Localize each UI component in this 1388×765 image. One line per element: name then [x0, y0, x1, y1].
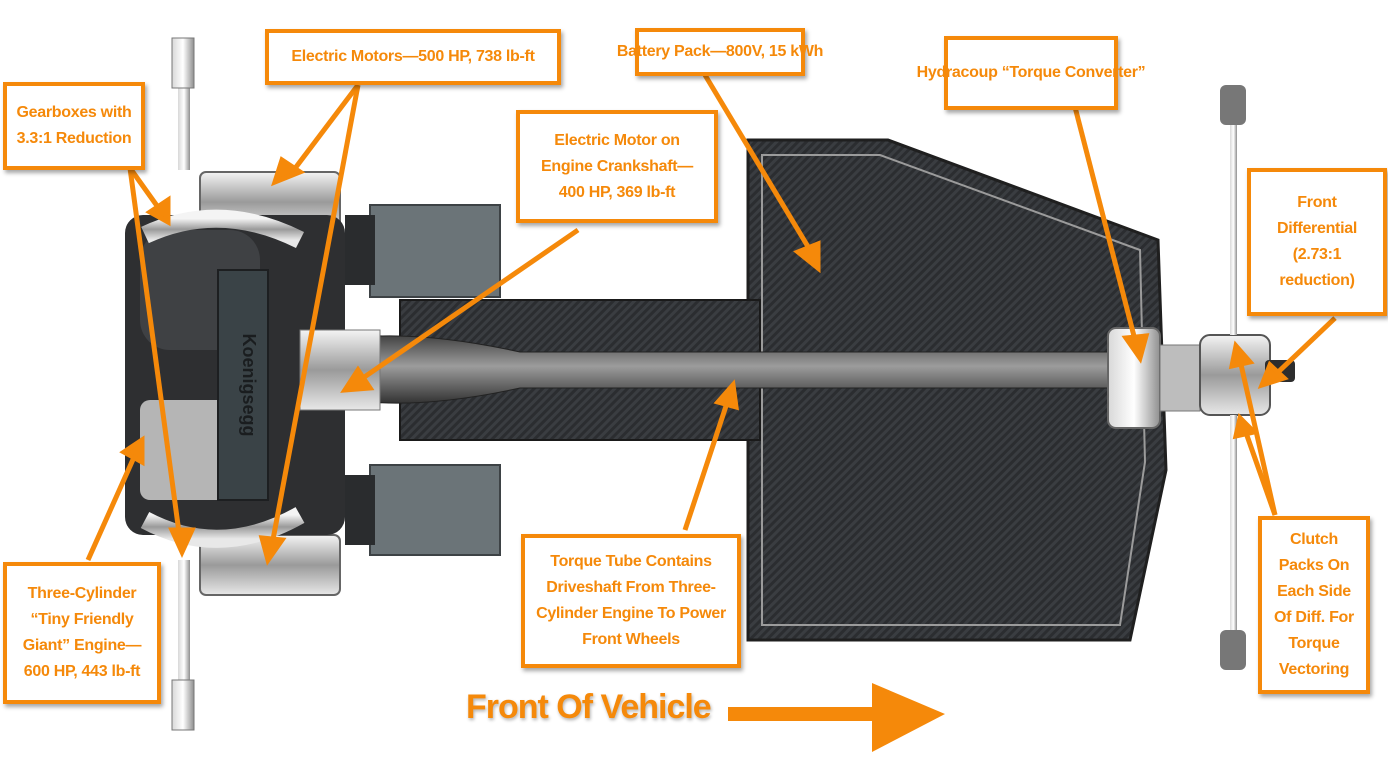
front-direction-arrow	[728, 683, 945, 752]
callout-engine: Three-Cylinder “Tiny Friendly Giant” Eng…	[3, 562, 161, 704]
callout-torque-tube: Torque Tube Contains Driveshaft From Thr…	[521, 534, 741, 668]
callout-text: Three-Cylinder	[27, 585, 137, 602]
callout-text: Electric Motor on	[554, 131, 680, 149]
inverter-bottom	[345, 464, 501, 556]
callout-arrows	[85, 73, 1337, 566]
rear-axle-shafts	[171, 37, 195, 731]
callout-text: Vectoring	[1278, 661, 1350, 678]
callout-text: Gearboxes with	[16, 104, 132, 121]
callout-text: Torque Tube Contains	[550, 553, 712, 570]
callout-text: Battery Pack—800V, 15 kWh	[616, 43, 824, 60]
callout-text: 600 HP, 443 lb-ft	[23, 663, 141, 680]
callout-text: (2.73:1	[1292, 246, 1342, 263]
callout-text: 3.3:1 Reduction	[16, 130, 132, 147]
callout-text: Each Side	[1277, 583, 1351, 600]
callout-text: 400 HP, 369 lb-ft	[558, 183, 676, 201]
front-of-vehicle-label: Front Of Vehicle	[466, 688, 712, 726]
callout-gearboxes: Gearboxes with 3.3:1 Reduction	[3, 82, 145, 170]
callout-text: Front Wheels	[582, 631, 680, 648]
callout-text: Front	[1297, 194, 1337, 211]
callout-text: Electric Motors—500 HP, 738 lb-ft	[291, 48, 535, 65]
callout-battery-pack: Battery Pack—800V, 15 kWh	[617, 28, 823, 76]
battery-pack	[746, 138, 1168, 642]
engine-badge: Koenigsegg	[239, 333, 259, 436]
callout-text: reduction)	[1279, 272, 1355, 289]
front-axle-shafts	[1220, 85, 1246, 670]
callout-clutch-packs: Clutch Packs On Each Side Of Diff. For T…	[1258, 516, 1370, 694]
callout-text: Giant” Engine—	[22, 637, 142, 654]
callout-hydracoup: Hydracoup “Torque Converter”	[917, 36, 1146, 110]
callout-text: Of Diff. For	[1274, 609, 1354, 626]
callout-text: Packs On	[1278, 557, 1350, 574]
torque-tube	[349, 299, 1111, 441]
callout-text: Cylinder Engine To Power	[536, 605, 726, 622]
callout-text: Driveshaft From Three-	[546, 579, 716, 596]
callout-text: Clutch	[1290, 531, 1338, 548]
callout-text: Torque	[1288, 635, 1340, 652]
hydracoup-unit	[1107, 327, 1201, 429]
callout-front-differential: Front Differential (2.73:1 reduction)	[1247, 168, 1387, 316]
callout-text: Differential	[1277, 220, 1357, 237]
callout-electric-motors: Electric Motors—500 HP, 738 lb-ft	[265, 29, 561, 85]
inverter-top	[345, 204, 501, 298]
three-cylinder-engine: Koenigsegg	[125, 209, 381, 548]
callout-text: Hydracoup “Torque Converter”	[916, 64, 1146, 81]
callout-text: Engine Crankshaft—	[541, 157, 693, 175]
callout-text: “Tiny Friendly	[30, 611, 134, 628]
callout-crank-motor: Electric Motor on Engine Crankshaft— 400…	[516, 110, 718, 223]
